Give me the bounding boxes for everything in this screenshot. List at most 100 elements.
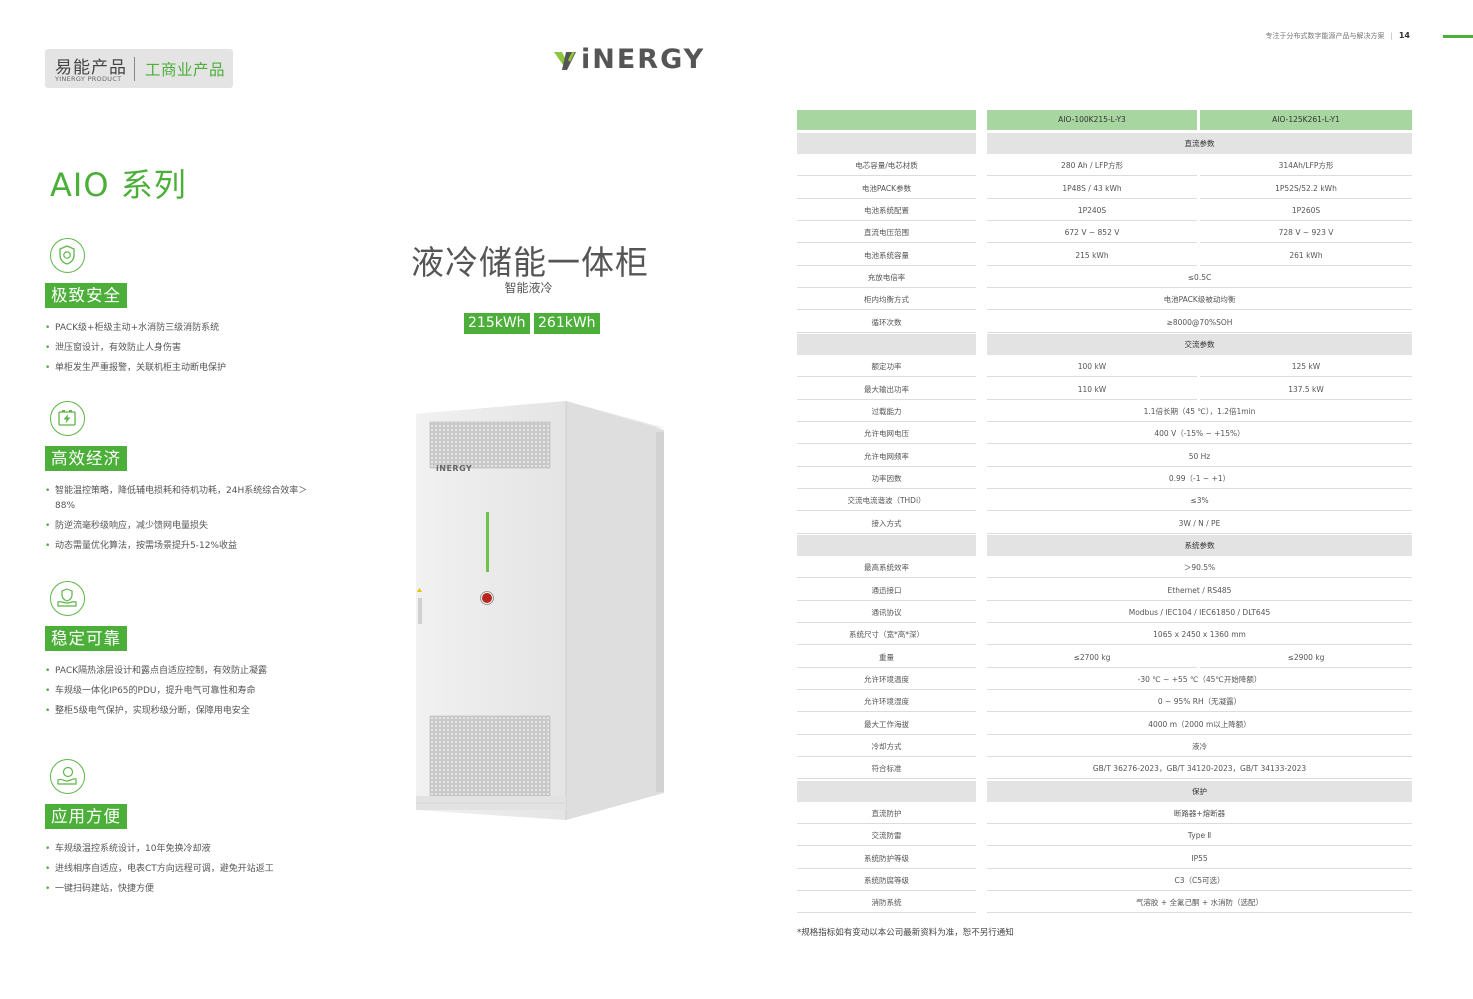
row-value-shared: 电池PACK级被动均衡 — [987, 289, 1412, 311]
row-label: 直流防护 — [797, 803, 976, 824]
page-number: 14 — [1398, 31, 1410, 40]
section-label-blank — [797, 133, 976, 154]
table-row: 允许环境湿度 0 ~ 95% RH（无凝露） — [797, 691, 1412, 713]
capacity-badge: 261kWh — [534, 313, 600, 334]
product-subtitle: 智能液冷 — [504, 281, 553, 295]
row-value-shared: 50 Hz — [987, 446, 1412, 467]
list-item: 智能温控策略，降低辅电损耗和待机功耗，24H系统综合效率＞88% — [45, 484, 315, 514]
row-label: 接入方式 — [797, 513, 976, 534]
row-label: 电芯容量/电芯材质 — [797, 155, 976, 177]
list-item: 车规级一体化IP65的PDU，提升电气可靠性和寿命 — [45, 684, 315, 699]
row-label: 交流电流谐波（THDi） — [797, 490, 976, 512]
row-value-model-2: 728 V ~ 923 V — [1200, 222, 1412, 244]
product-category: 工商业产品 — [145, 61, 226, 79]
table-row: 冷却方式液冷 — [797, 736, 1412, 758]
hand-shield-icon — [50, 581, 85, 616]
row-value-shared: Modbus / IEC104 / IEC61850 / DLT645 — [987, 602, 1412, 623]
cabinet-logo: iNERGY — [436, 464, 473, 473]
table-row: 消防系统气溶胶 + 全氟己酮 + 水消防（选配） — [797, 892, 1412, 914]
row-value-shared: 液冷 — [987, 736, 1412, 757]
row-value-shared: IP55 — [987, 848, 1412, 869]
row-value-shared: 0.99（-1 ~ +1） — [987, 468, 1412, 489]
row-label: 允许环境温度 — [797, 669, 976, 690]
brand-name-en: YINERGY PRODUCT — [55, 75, 122, 83]
section-title: 系统参数 — [987, 534, 1412, 556]
row-value-model-2: 125 kW — [1200, 356, 1412, 378]
list-item: PACK级+柜级主动+水消防三级消防系统 — [45, 321, 315, 336]
row-label: 额定功率 — [797, 356, 976, 378]
row-value-model-1: 100 kW — [987, 356, 1197, 378]
row-value-shared: ≥8000@70%SOH — [987, 312, 1412, 333]
section-label-blank — [797, 334, 976, 355]
header-blank-cell — [797, 110, 976, 130]
list-item: PACK隔热涂层设计和露点自适应控制，有效防止凝露 — [45, 664, 315, 679]
feature-list: 车规级温控系统设计，10年免换冷却液 进线相序自适应，电表CT方向远程可调，避免… — [45, 842, 315, 902]
product-image: iNERGY — [414, 400, 666, 824]
row-value-shared: 400 V（-15% ~ +15%） — [987, 423, 1412, 445]
list-item: 泄压窗设计，有效防止人身伤害 — [45, 341, 315, 356]
feature-label: 稳定可靠 — [45, 626, 127, 651]
row-label: 通迅接口 — [797, 580, 976, 601]
brand-separator — [134, 57, 135, 81]
table-row: 系统防护等级 IP55 — [797, 848, 1412, 870]
row-label: 电池PACK参数 — [797, 178, 976, 199]
row-value-shared: ≤0.5C — [987, 267, 1412, 288]
row-label: 系统防护等级 — [797, 848, 976, 869]
row-label: 通讯协议 — [797, 602, 976, 623]
list-item: 整柜5级电气保护，实现秒级分断，保障用电安全 — [45, 704, 315, 719]
page-accent-line — [1443, 35, 1473, 38]
row-value-model-2: 261 kWh — [1200, 245, 1412, 266]
row-value-model-1: 280 Ah / LFP方形 — [987, 155, 1197, 177]
row-value-model-2: 137.5 kW — [1200, 379, 1412, 400]
row-value-shared: 3W / N / PE — [987, 513, 1412, 534]
row-label: 允许环境湿度 — [797, 691, 976, 713]
table-row: 通讯协议 Modbus / IEC104 / IEC61850 / DLT645 — [797, 602, 1412, 624]
row-label: 最高系统效率 — [797, 557, 976, 579]
row-value-shared: Ethernet / RS485 — [987, 580, 1412, 601]
row-value-shared: 气溶胶 + 全氟己酮 + 水消防（选配） — [987, 892, 1412, 914]
row-value-model-2: 314Ah/LFP方形 — [1200, 155, 1412, 177]
row-label: 系统尺寸（宽*高*深） — [797, 624, 976, 646]
table-row: 充放电倍率≤0.5C — [797, 267, 1412, 289]
capacity-badge: 215kWh — [464, 313, 530, 334]
brand-tag: 易能产品 YINERGY PRODUCT 工商业产品 — [45, 49, 233, 88]
list-item: 防逆流毫秒级响应，减少馈网电量损失 — [45, 519, 315, 534]
model-header-2: AIO-125K261-L-Y1 — [1200, 110, 1412, 130]
row-label: 电池系统配置 — [797, 200, 976, 221]
section-label-blank — [797, 780, 976, 802]
list-item: 一键扫码建站，快捷方便 — [45, 882, 315, 897]
list-item: 单柜发生严重报警，关联机柜主动断电保护 — [45, 361, 315, 376]
row-value-model-1: ≤2700 kg — [987, 647, 1197, 668]
row-label: 允许电网频率 — [797, 446, 976, 467]
table-row: 交流电流谐波（THDi） ≤3% — [797, 490, 1412, 512]
row-value-shared: 断路器+熔断器 — [987, 803, 1412, 824]
row-value-shared: 1.1倍长期（45 ℃），1.2倍1min — [987, 401, 1412, 422]
table-row: 接入方式 3W / N / PE — [797, 513, 1412, 535]
row-value-shared: 0 ~ 95% RH（无凝露） — [987, 691, 1412, 713]
row-value-shared: ＞90.5% — [987, 557, 1412, 579]
tagline: 专注于分布式数字能源产品与解决方案 — [1265, 32, 1385, 40]
hand-coin-icon — [50, 759, 85, 794]
feature-list: PACK级+柜级主动+水消防三级消防系统 泄压窗设计，有效防止人身伤害 单柜发生… — [45, 321, 315, 381]
row-value-model-1: 110 kW — [987, 379, 1197, 400]
row-label: 消防系统 — [797, 892, 976, 914]
row-value-shared: ≤3% — [987, 490, 1412, 512]
row-value-model-2: ≤2900 kg — [1200, 647, 1412, 668]
row-label: 最大输出功率 — [797, 379, 976, 400]
row-label: 系统防腐等级 — [797, 870, 976, 891]
row-value-model-2: 1P260S — [1200, 200, 1412, 221]
row-value-model-1: 215 kWh — [987, 245, 1197, 266]
table-row: 直流防护断路器+熔断器 — [797, 803, 1412, 825]
feature-label: 极致安全 — [45, 283, 127, 308]
row-value-shared: -30 ℃ ~ +55 ℃（45℃开始降额） — [987, 669, 1412, 690]
